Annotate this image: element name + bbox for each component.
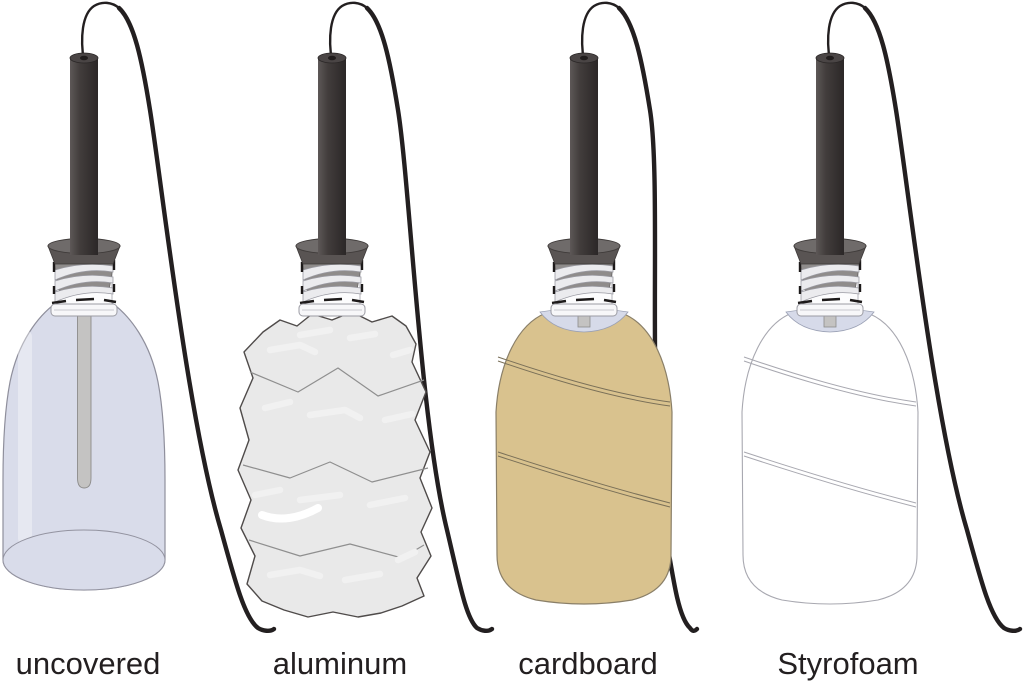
probe-cable	[328, 1, 495, 633]
probe-and-cap	[792, 51, 868, 318]
bottle-label-cardboard: cardboard	[518, 646, 658, 681]
probe-and-cap	[46, 51, 122, 318]
bottle-body-uncovered	[2, 299, 166, 591]
probe-cable	[80, 1, 277, 633]
bottle-label-aluminum: aluminum	[273, 646, 407, 681]
foil-covering	[237, 311, 433, 618]
cardboard-covering	[495, 308, 673, 605]
bottle-label-styrofoam: Styrofoam	[777, 646, 918, 681]
styrofoam-covering	[741, 308, 919, 605]
probe-stem	[77, 299, 92, 489]
bottle-group-uncovered: uncovered	[2, 1, 277, 681]
bottle-group-aluminum: aluminum	[237, 1, 495, 681]
bottle-group-cardboard: cardboard	[495, 1, 700, 681]
bottle-group-styrofoam: Styrofoam	[741, 1, 1023, 681]
probe-cable	[826, 1, 1023, 633]
probe-and-cap	[294, 51, 370, 318]
bottle-label-uncovered: uncovered	[16, 646, 161, 681]
probe-and-cap	[546, 51, 622, 318]
